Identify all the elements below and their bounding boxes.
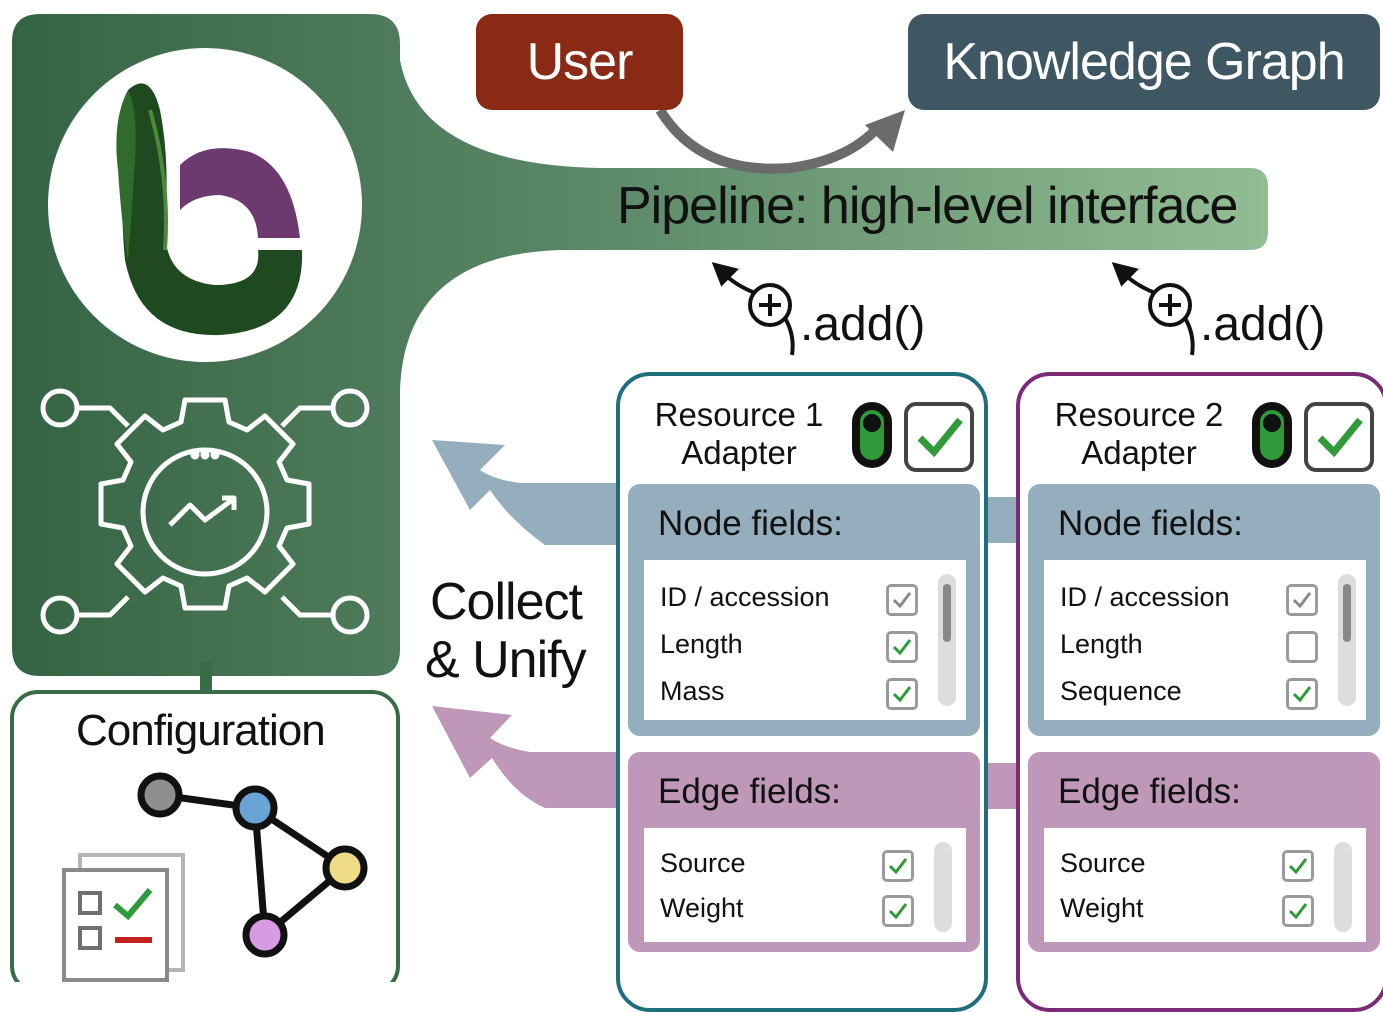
edge-fields-list: Source Weight [1044, 828, 1366, 942]
adapter-toggle[interactable] [1252, 402, 1292, 468]
adapter-title-line2: Adapter [1081, 434, 1197, 471]
field-label: Source [660, 848, 746, 878]
field-label: Length [1060, 629, 1143, 659]
add-icon-1 [711, 262, 795, 356]
user-label: User [526, 33, 634, 91]
check-icon [892, 639, 912, 656]
adapter-title-line2: Adapter [681, 434, 797, 471]
edge-collect-arrow [432, 706, 640, 808]
field-checkbox-green[interactable] [882, 895, 914, 927]
check-icon [892, 592, 912, 609]
check-icon [917, 417, 963, 458]
check-icon [888, 858, 908, 875]
check-icon [1288, 858, 1308, 875]
field-checkbox-green[interactable] [886, 631, 918, 663]
biocypher-logo-icon [116, 83, 303, 336]
field-checkbox-green[interactable] [1282, 850, 1314, 882]
checklist-icon [62, 853, 185, 982]
adapter-title-line1: Resource 1 [654, 396, 824, 433]
field-label: Weight [660, 893, 744, 923]
adapter-enabled-checkbox[interactable] [904, 402, 974, 472]
knowledge-graph-box: Knowledge Graph [908, 14, 1380, 110]
adapter-toggle[interactable] [852, 402, 892, 468]
field-checkbox-gray[interactable] [886, 584, 918, 616]
edge-fields-list: Source Weight [644, 828, 966, 942]
field-checkbox-gray[interactable] [1286, 584, 1318, 616]
field-label: ID / accession [660, 582, 830, 612]
adapter-enabled-checkbox[interactable] [1304, 402, 1374, 472]
node-fields-list: ID / accession Length Mass [644, 560, 966, 720]
node-collect-arrow [432, 440, 640, 545]
field-checkbox-green[interactable] [1282, 895, 1314, 927]
add-icon-2 [1111, 262, 1195, 356]
field-label: Length [660, 629, 743, 659]
knowledge-graph-label: Knowledge Graph [943, 33, 1345, 91]
adapter-panel-2: Resource 2 Adapter Node fields: ID / acc… [1016, 372, 1383, 1012]
field-checkbox-green[interactable] [882, 850, 914, 882]
scrollbar[interactable] [934, 842, 952, 932]
edge-fields-section: Edge fields: Source Weight [1028, 752, 1380, 952]
node-fields-title: Node fields: [1058, 504, 1243, 543]
node-fields-section: Node fields: ID / accession Length Seque… [1028, 484, 1380, 736]
collect-label: Collect [430, 573, 583, 631]
edge-fields-title: Edge fields: [658, 772, 841, 811]
field-checkbox-green[interactable] [1286, 678, 1318, 710]
unify-label: & Unify [425, 631, 587, 689]
node-fields-section: Node fields: ID / accession Length Mass [628, 484, 980, 736]
check-icon [892, 686, 912, 703]
adapter-panel-1: Resource 1 Adapter Node fields: ID / acc… [616, 372, 988, 1012]
config-connector [200, 662, 212, 694]
check-icon [1292, 686, 1312, 703]
add-call-label-2: .add() [1200, 298, 1326, 351]
check-icon [888, 903, 908, 920]
node-fields-title: Node fields: [658, 504, 843, 543]
field-label: Mass [660, 676, 725, 706]
add-call-label-1: .add() [800, 298, 926, 351]
field-label: Source [1060, 848, 1146, 878]
field-label: ID / accession [1060, 582, 1230, 612]
field-checkbox-green[interactable] [886, 678, 918, 710]
scrollbar[interactable] [938, 574, 956, 706]
adapter-title-line1: Resource 2 [1054, 396, 1224, 433]
edge-fields-section: Edge fields: Source Weight [628, 752, 980, 952]
scrollbar[interactable] [1334, 842, 1352, 932]
check-icon [1288, 903, 1308, 920]
field-checkbox-empty[interactable] [1286, 631, 1318, 663]
field-label: Weight [1060, 893, 1144, 923]
diagram-graphics [10, 14, 1268, 982]
check-icon [1292, 592, 1312, 609]
field-label: Sequence [1060, 676, 1182, 706]
user-to-kg-arrow [655, 107, 884, 174]
edge-fields-title: Edge fields: [1058, 772, 1241, 811]
gear-icon [40, 388, 370, 635]
scrollbar[interactable] [1338, 574, 1356, 706]
node-fields-list: ID / accession Length Sequence [1044, 560, 1366, 720]
pipeline-label: Pipeline: high-level interface [617, 177, 1238, 235]
check-icon [1317, 417, 1363, 458]
graph-icon [137, 772, 368, 958]
user-box: User [476, 14, 683, 110]
configuration-label: Configuration [76, 706, 326, 755]
